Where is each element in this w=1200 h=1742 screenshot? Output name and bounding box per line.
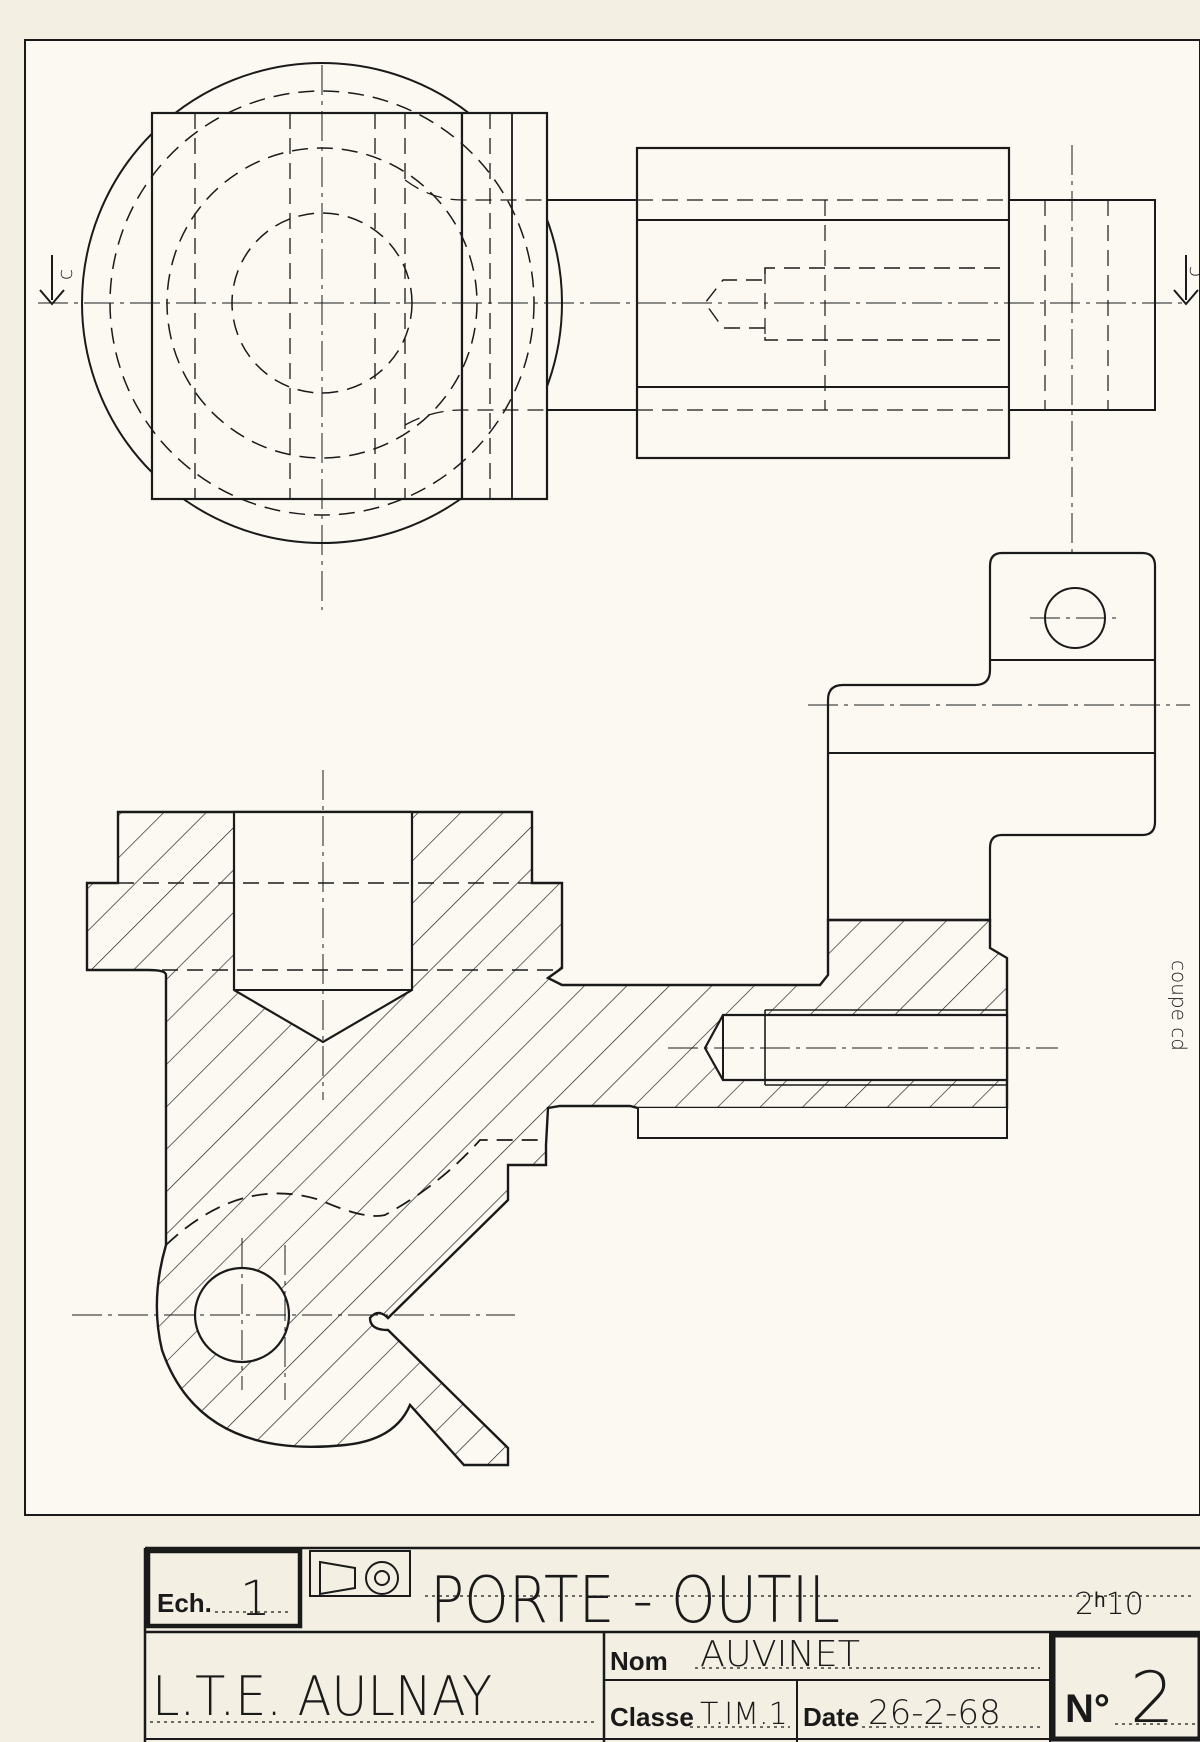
section-view [72,551,1190,1467]
cutting-plane-label-left: c [53,269,77,280]
class-value: T.IM.1 [700,1697,788,1732]
drawing-title: PORTE - OUTIL [430,1564,840,1638]
projection-symbol-icon [319,1560,399,1596]
date-label: Date [803,1702,859,1732]
title-block [143,1546,1200,1742]
scale-label: Ech. [157,1588,212,1618]
scale-value: 1 [240,1571,271,1627]
name-label: Nom [610,1646,668,1676]
date-value: 26-2-68 [868,1693,1001,1733]
section-note: coupe cd [1167,960,1191,1051]
class-label: Classe [610,1702,694,1732]
cutting-plane-label-right: c [1182,266,1200,277]
number-value: 2 [1130,1657,1175,1739]
name-value: AUVINET [700,1634,860,1675]
top-view [38,62,1199,715]
number-label: N° [1065,1687,1110,1731]
school-name: L.T.E. AULNAY [152,1665,492,1728]
time-spent: 2ʰ10 [1075,1587,1144,1622]
